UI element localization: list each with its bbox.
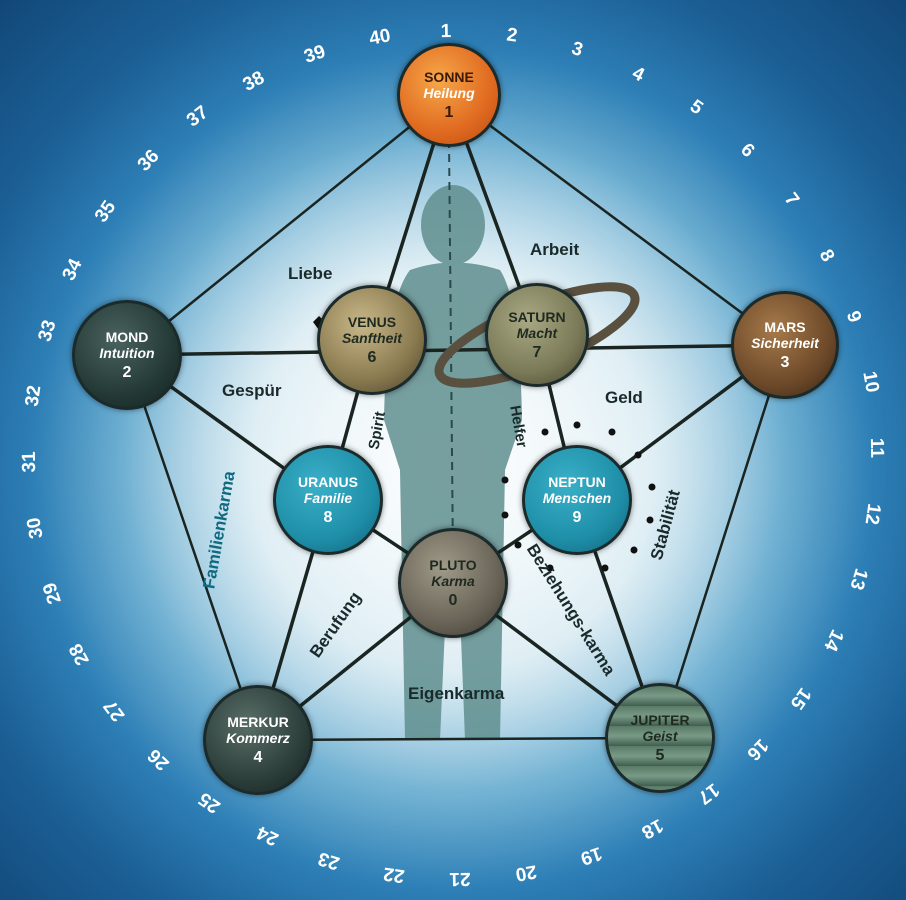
planet-number: 4: [253, 748, 263, 766]
planet-keyword: Geist: [642, 727, 678, 744]
planet-saturn[interactable]: SATURN Macht 7: [485, 283, 589, 387]
planet-number: 7: [532, 343, 542, 361]
planet-number: 9: [572, 508, 582, 526]
planet-number: 0: [448, 591, 458, 609]
planet-mars[interactable]: MARS Sicherheit 3: [731, 291, 839, 399]
ring-number: 31: [18, 451, 41, 474]
planet-name: MERKUR: [227, 713, 289, 730]
planet-keyword: Sanftheit: [342, 329, 402, 346]
planet-name: MARS: [764, 318, 806, 335]
planet-keyword: Menschen: [542, 489, 612, 506]
planet-keyword: Heilung: [423, 84, 475, 101]
planet-sonne[interactable]: SONNE Heilung 1: [397, 43, 501, 147]
planet-number: 8: [323, 508, 333, 526]
planet-name: SONNE: [424, 68, 474, 85]
planet-number: 5: [655, 746, 665, 764]
planet-venus[interactable]: VENUS Sanftheit 6: [317, 285, 427, 395]
label-arbeit: Arbeit: [530, 240, 580, 259]
planet-name: JUPITER: [630, 711, 690, 728]
planet-keyword: Sicherheit: [751, 334, 819, 351]
planet-keyword: Intuition: [99, 344, 155, 361]
ring-number: 1: [440, 20, 452, 43]
label-eigenkarma: Eigenkarma: [408, 684, 505, 703]
planet-name: MOND: [105, 328, 149, 345]
label-liebe: Liebe: [288, 264, 333, 283]
planet-name: URANUS: [298, 473, 358, 490]
planet-number: 6: [367, 348, 377, 366]
planet-keyword: Macht: [516, 324, 558, 341]
planet-mond[interactable]: MOND Intuition 2: [72, 300, 182, 410]
neptun-dots: [501, 421, 656, 572]
planet-neptun[interactable]: NEPTUN Menschen 9: [522, 445, 632, 555]
planet-uranus[interactable]: URANUS Familie 8: [273, 445, 383, 555]
planet-name: SATURN: [508, 308, 566, 325]
planet-keyword: Familie: [303, 489, 353, 506]
label-gespuer: Gespür: [222, 381, 282, 400]
planet-keyword: Kommerz: [226, 729, 290, 746]
planet-number: 3: [780, 353, 790, 371]
planet-number: 2: [122, 363, 132, 381]
planet-pluto[interactable]: PLUTO Karma 0: [398, 528, 508, 638]
planet-name: PLUTO: [429, 556, 477, 573]
planet-jupiter[interactable]: JUPITER Geist 5: [605, 683, 715, 793]
ring-number: 21: [449, 867, 472, 890]
planet-name: NEPTUN: [548, 473, 606, 490]
ring-number: 11: [865, 437, 888, 458]
planet-name: VENUS: [347, 313, 397, 330]
label-geld: Geld: [605, 388, 643, 407]
planet-number: 1: [444, 103, 454, 121]
planet-keyword: Karma: [431, 572, 475, 589]
planet-merkur[interactable]: MERKUR Kommerz 4: [203, 685, 313, 795]
